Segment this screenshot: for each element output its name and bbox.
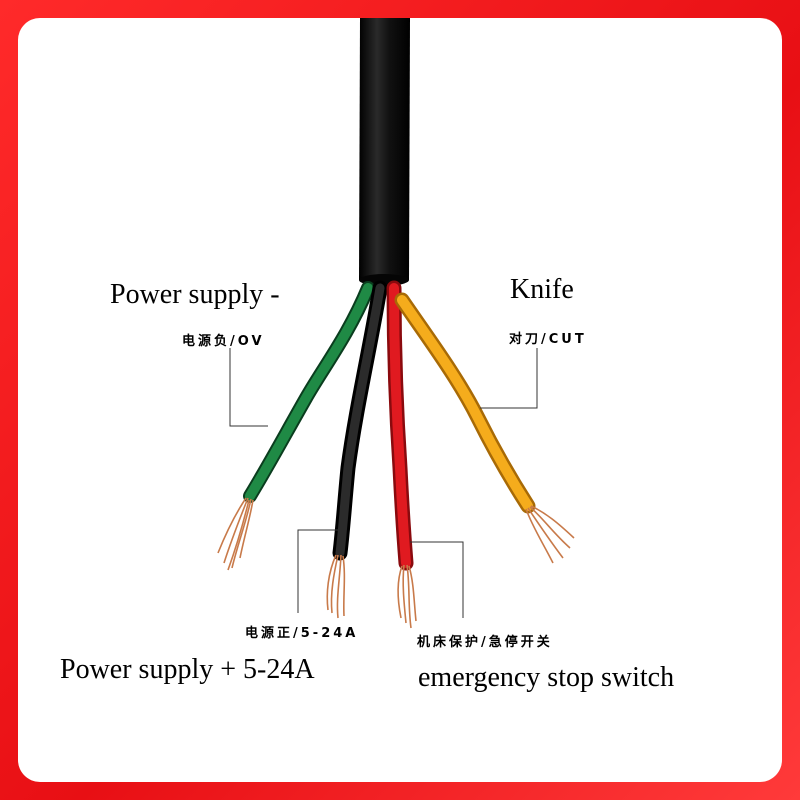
copper-strands-black: [326, 554, 346, 619]
leader-line-estop: [410, 541, 464, 618]
label-power-negative-cn: 电源负/OV: [182, 334, 265, 349]
leader-line-power-neg: [229, 348, 268, 427]
copper-strands-red: [397, 564, 417, 629]
label-power-positive-cn: 电源正/5-24A: [245, 626, 359, 641]
wire-yellow: [394, 292, 536, 514]
cable-sheath: [359, 18, 410, 284]
label-emergency-stop: emergency stop switch: [418, 662, 675, 693]
wire-black: [332, 280, 388, 561]
leader-line-power-pos: [297, 529, 338, 613]
label-power-negative: Power supply -: [110, 279, 280, 310]
label-emergency-stop-cn: 机床保护/急停开关: [417, 635, 553, 650]
wire-green: [243, 281, 375, 503]
label-knife-cn: 对刀/CUT: [509, 332, 587, 347]
leader-line-knife: [480, 348, 538, 409]
image-card: Power supply - 电源负/OV Knife 对刀/CUT 电源正/5…: [18, 18, 782, 782]
wire-red: [386, 280, 414, 571]
copper-strands-green: [217, 497, 254, 571]
cable-diagram: [217, 18, 575, 629]
label-knife: Knife: [510, 274, 574, 305]
label-power-positive: Power supply + 5-24A: [60, 654, 315, 685]
copper-strands-yellow: [525, 505, 575, 564]
